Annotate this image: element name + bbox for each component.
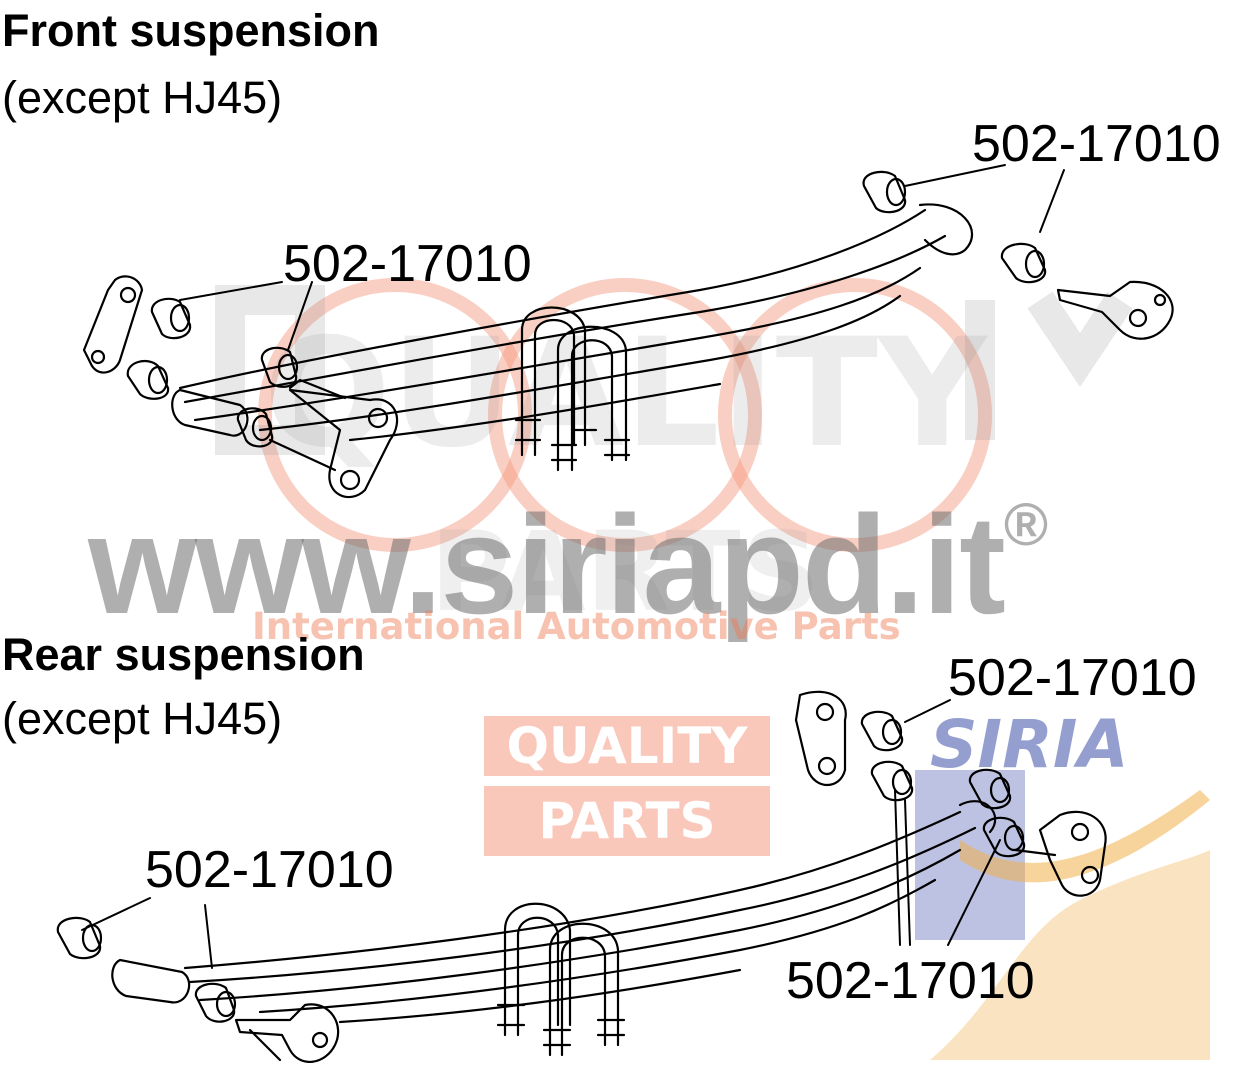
front-shackle-link <box>268 378 399 499</box>
rear-u-bolts <box>496 902 626 1057</box>
rear-spring-eye <box>111 958 191 1004</box>
rear-shackle-plate <box>794 690 847 786</box>
quality-logo-line1: QUALITY <box>484 716 770 776</box>
rear-suspension-subtitle: (except HJ45) <box>2 693 283 744</box>
front-bushing-b <box>126 359 170 400</box>
front-bushing-e <box>862 170 907 214</box>
rear-top-part-number: 502-17010 <box>948 649 1197 707</box>
quality-logo-line2: PARTS <box>484 786 770 856</box>
rear-bushing-e <box>968 768 1012 810</box>
front-shackle-plate <box>82 275 144 374</box>
url-watermark: www.siriapd.it® <box>88 486 1048 643</box>
front-bushing-a <box>150 297 192 340</box>
rear-suspension-title: Rear suspension <box>2 629 365 680</box>
rear-right-shackle <box>1013 810 1107 897</box>
front-bushing-d <box>236 407 274 448</box>
front-u-bolts <box>514 306 631 472</box>
rear-leaf-spring <box>183 800 997 1024</box>
rear-bushing-c <box>860 710 904 752</box>
front-suspension-title: Front suspension <box>2 5 380 56</box>
front-right-shackle <box>1056 280 1174 340</box>
rear-left-part-number: 502-17010 <box>145 841 394 899</box>
front-spring-eye <box>171 388 249 437</box>
siria-logo <box>915 770 1210 1060</box>
front-left-part-number: 502-17010 <box>283 235 532 293</box>
rear-bushing-d <box>870 760 914 802</box>
rear-bottom-part-number: 502-17010 <box>786 952 1035 1010</box>
quality-parts-watermark-circles <box>258 278 992 552</box>
parts-big-watermark: PARTS <box>430 508 820 636</box>
front-leader-lines <box>179 164 1065 351</box>
front-bushing-c <box>260 346 299 388</box>
siria-brand-watermark: SIRIA <box>930 706 1129 783</box>
front-suspension-subtitle: (except HJ45) <box>2 72 283 123</box>
rear-leader-lines <box>81 699 1001 969</box>
rear-bushing-b <box>194 982 237 1023</box>
front-right-part-number: 502-17010 <box>972 115 1221 173</box>
rear-left-shackle <box>234 1003 340 1063</box>
front-bushing-f <box>1000 242 1047 284</box>
tagline-watermark: International Automotive Parts <box>252 605 901 648</box>
